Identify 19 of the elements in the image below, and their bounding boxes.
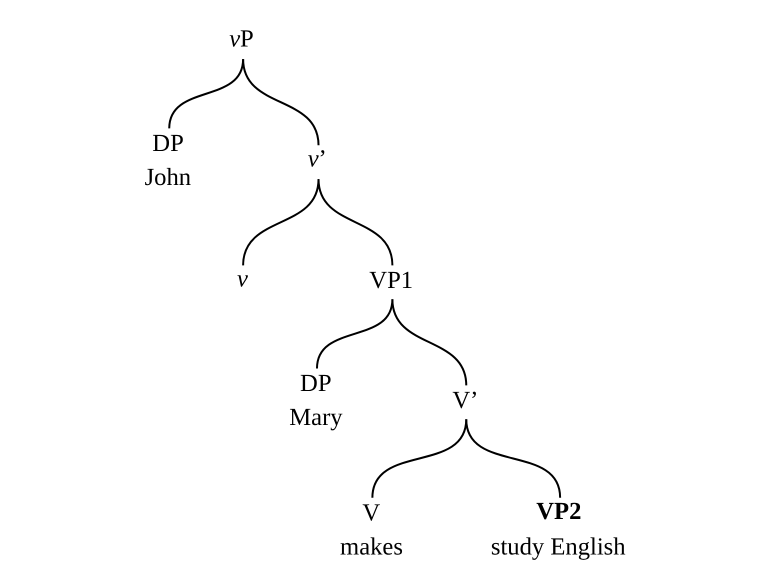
node-label: Mary: [288, 404, 342, 432]
node-label: makes: [340, 533, 402, 560]
node-label: John: [144, 164, 191, 192]
node-text: DP: [300, 370, 332, 398]
connector: [317, 179, 393, 266]
node-text: DP: [152, 130, 184, 158]
node-label: study English: [490, 533, 626, 560]
node-text: V: [362, 499, 380, 526]
node-text: vP: [228, 26, 254, 53]
connector: [316, 299, 393, 369]
node-text: v: [236, 266, 248, 293]
node-text: VP1: [368, 267, 413, 294]
connector: [390, 299, 467, 386]
connector: [242, 59, 320, 146]
connector: [370, 419, 467, 498]
node-text: VP2: [536, 498, 581, 525]
node-text: v’: [307, 146, 326, 173]
connector: [464, 419, 561, 498]
node-text: V’: [452, 387, 478, 414]
